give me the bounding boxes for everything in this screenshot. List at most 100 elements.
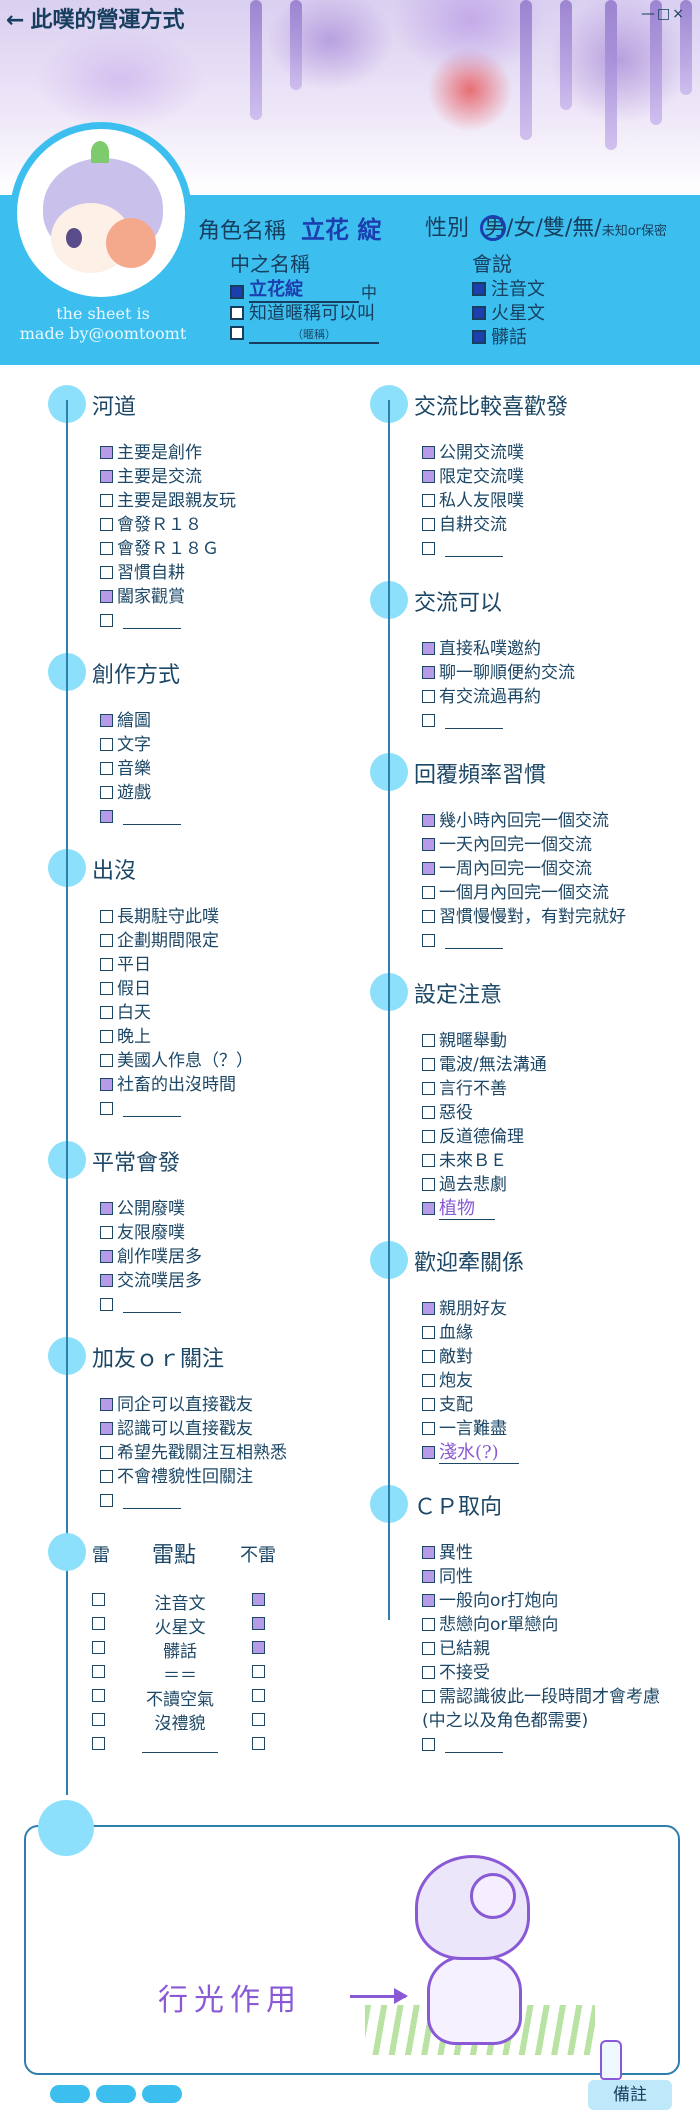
checklist-item[interactable]: 繪圖 xyxy=(100,709,151,733)
checkbox-icon[interactable] xyxy=(100,1470,113,1483)
ok-checkbox-icon[interactable] xyxy=(252,1689,265,1702)
checkbox-icon[interactable] xyxy=(100,1054,113,1067)
checkbox-icon[interactable] xyxy=(422,1398,435,1411)
checklist-item[interactable]: 習慣自耕 xyxy=(100,561,185,585)
checklist-item[interactable]: 長期駐守此噗 xyxy=(100,905,219,929)
checklist-item[interactable]: 平日 xyxy=(100,953,151,977)
checkbox-icon[interactable] xyxy=(422,1422,435,1435)
checkbox-icon[interactable] xyxy=(230,306,244,320)
checklist-item[interactable]: (中之以及角色都需要) xyxy=(422,1709,588,1733)
checklist-item[interactable]: 公開廢噗 xyxy=(100,1197,185,1221)
ok-checkbox-icon[interactable] xyxy=(252,1593,265,1606)
checkbox-icon[interactable] xyxy=(472,282,486,296)
language-item[interactable]: 注音文 xyxy=(472,275,545,301)
checkbox-icon[interactable] xyxy=(100,714,113,727)
checklist-item[interactable]: 主要是交流 xyxy=(100,465,202,489)
checklist-item[interactable]: 假日 xyxy=(100,977,151,1001)
checklist-item[interactable]: 私人友限噗 xyxy=(422,489,524,513)
checkbox-icon[interactable] xyxy=(422,666,435,679)
checklist-item[interactable]: 主要是跟親友玩 xyxy=(100,489,236,513)
gender-option-female[interactable]: /女 xyxy=(506,216,536,241)
checklist-item[interactable]: 社畜的出沒時間 xyxy=(100,1073,236,1097)
checkbox-icon[interactable] xyxy=(100,470,113,483)
checkbox-icon[interactable] xyxy=(472,306,486,320)
checkbox-icon[interactable] xyxy=(100,1102,113,1115)
checklist-item[interactable]: 限定交流噗 xyxy=(422,465,524,489)
checklist-item[interactable]: 過去悲劇 xyxy=(422,1173,507,1197)
checkbox-icon[interactable] xyxy=(422,1642,435,1655)
checkbox-icon[interactable] xyxy=(100,1006,113,1019)
checkbox-icon[interactable] xyxy=(422,1082,435,1095)
checklist-item[interactable] xyxy=(100,805,181,829)
checklist-item[interactable]: 會發Ｒ１８ xyxy=(100,513,202,537)
checkbox-icon[interactable] xyxy=(422,518,435,531)
checkbox-icon[interactable] xyxy=(100,1494,113,1507)
checkbox-icon[interactable] xyxy=(422,1154,435,1167)
checkbox-icon[interactable] xyxy=(100,1226,113,1239)
checkbox-icon[interactable] xyxy=(100,494,113,507)
checkbox-icon[interactable] xyxy=(100,1078,113,1091)
nav-pill[interactable] xyxy=(96,2085,136,2103)
checklist-item[interactable]: 需認識彼此一段時間才會考慮 xyxy=(422,1685,660,1709)
checklist-item[interactable]: 會發Ｒ１８Ｇ xyxy=(100,537,219,561)
checkbox-icon[interactable] xyxy=(100,1446,113,1459)
checklist-item[interactable]: 遊戲 xyxy=(100,781,151,805)
checkbox-icon[interactable] xyxy=(422,1570,435,1583)
checklist-item[interactable]: 創作噗居多 xyxy=(100,1245,202,1269)
ok-checkbox-icon[interactable] xyxy=(252,1617,265,1630)
mine-checkbox-icon[interactable] xyxy=(92,1689,105,1702)
checkbox-icon[interactable] xyxy=(100,958,113,971)
checkbox-icon[interactable] xyxy=(422,446,435,459)
checklist-item[interactable]: 炮友 xyxy=(422,1369,473,1393)
checklist-item[interactable]: 敵對 xyxy=(422,1345,473,1369)
ok-checkbox-icon[interactable] xyxy=(252,1641,265,1654)
checklist-item[interactable]: 悲戀向or單戀向 xyxy=(422,1613,558,1637)
checklist-item[interactable]: 習慣慢慢對，有對完就好 xyxy=(422,905,626,929)
checkbox-icon[interactable] xyxy=(100,614,113,627)
checklist-item[interactable]: 一言難盡 xyxy=(422,1417,507,1441)
checkbox-icon[interactable] xyxy=(422,1202,435,1215)
checklist-item[interactable]: 自耕交流 xyxy=(422,513,507,537)
checkbox-icon[interactable] xyxy=(422,1374,435,1387)
checklist-item[interactable] xyxy=(422,537,503,561)
checkbox-icon[interactable] xyxy=(422,494,435,507)
checkbox-icon[interactable] xyxy=(230,326,244,340)
checklist-item[interactable] xyxy=(100,609,181,633)
checklist-item[interactable]: 企劃期間限定 xyxy=(100,929,219,953)
checklist-item[interactable]: 一天內回完一個交流 xyxy=(422,833,592,857)
checklist-item[interactable]: 親朋好友 xyxy=(422,1297,507,1321)
checkbox-icon[interactable] xyxy=(100,1250,113,1263)
checkbox-icon[interactable] xyxy=(422,838,435,851)
checklist-item[interactable] xyxy=(100,1293,181,1317)
checklist-item[interactable]: 公開交流噗 xyxy=(422,441,524,465)
checkbox-icon[interactable] xyxy=(422,1738,435,1751)
back-arrow-icon[interactable]: ← xyxy=(6,8,25,33)
checkbox-icon[interactable] xyxy=(422,1594,435,1607)
nickname-opt1[interactable]: 立花綻中 xyxy=(230,275,377,303)
checklist-item[interactable]: 同性 xyxy=(422,1565,473,1589)
checkbox-icon[interactable] xyxy=(422,1618,435,1631)
checklist-item[interactable]: 主要是創作 xyxy=(100,441,202,465)
checkbox-icon[interactable] xyxy=(422,642,435,655)
checklist-item[interactable] xyxy=(422,709,503,733)
checklist-item[interactable]: 異性 xyxy=(422,1541,473,1565)
checkbox-icon[interactable] xyxy=(422,862,435,875)
checkbox-icon[interactable] xyxy=(422,814,435,827)
checklist-item[interactable]: 言行不善 xyxy=(422,1077,507,1101)
checkbox-icon[interactable] xyxy=(422,470,435,483)
checkbox-icon[interactable] xyxy=(100,1202,113,1215)
gender-option-unknown[interactable]: 未知or保密 xyxy=(601,224,668,239)
checkbox-icon[interactable] xyxy=(100,1298,113,1311)
ok-checkbox-icon[interactable] xyxy=(252,1713,265,1726)
memo-button[interactable]: 備註 xyxy=(588,2080,672,2110)
checklist-item[interactable]: 美國人作息（？） xyxy=(100,1049,253,1073)
ok-checkbox-icon[interactable] xyxy=(252,1737,265,1750)
nav-pill[interactable] xyxy=(142,2085,182,2103)
checkbox-icon[interactable] xyxy=(100,446,113,459)
checkbox-icon[interactable] xyxy=(230,285,244,299)
checklist-item[interactable]: 音樂 xyxy=(100,757,151,781)
checkbox-icon[interactable] xyxy=(472,330,486,344)
checklist-item[interactable]: 不會禮貌性回關注 xyxy=(100,1465,253,1489)
checklist-item[interactable]: 幾小時內回完一個交流 xyxy=(422,809,609,833)
checklist-item[interactable]: 反道德倫理 xyxy=(422,1125,524,1149)
